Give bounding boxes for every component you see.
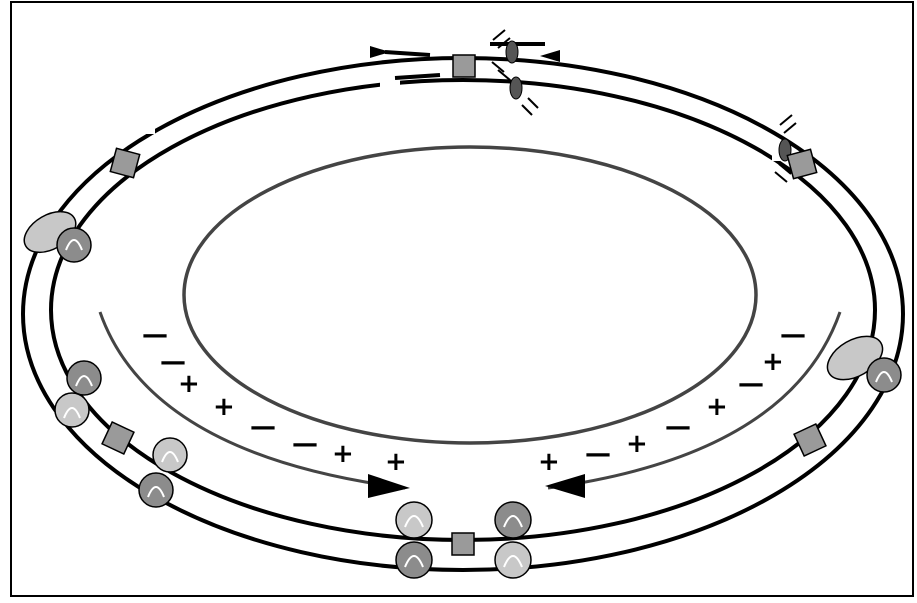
- left-arrow-head: [368, 474, 410, 498]
- block-bottom: [451, 532, 475, 556]
- charge-l-3: +: [178, 369, 200, 399]
- right-arrow-head: [545, 474, 585, 498]
- charge-r-3: —: [738, 369, 764, 399]
- charge-r-8: +: [538, 447, 560, 477]
- top-arrow-left: [540, 50, 560, 62]
- block-lower-right: [793, 423, 827, 457]
- block-upper-left: [109, 147, 141, 179]
- right-hatch: [774, 114, 797, 183]
- top-vertex-block: [452, 54, 476, 78]
- charge-l-2: —: [160, 347, 186, 377]
- charge-l-1: —: [142, 320, 168, 350]
- charge-r-4: +: [706, 392, 728, 422]
- charge-r-2: +: [762, 347, 784, 377]
- charge-r-5: —: [665, 412, 691, 442]
- top-beam-left-2: [394, 73, 441, 80]
- top-beam-left-1: [384, 50, 431, 57]
- central-ring: [182, 145, 758, 445]
- block-upper-right: [786, 148, 818, 180]
- rotator-bottom-right: [494, 501, 532, 579]
- charge-l-4: +: [213, 392, 235, 422]
- top-collimator-1: [505, 40, 519, 64]
- top-arrow-right: [370, 46, 390, 58]
- rotator-left-upper: [23, 210, 92, 263]
- rotator-left-lower: [138, 437, 188, 508]
- rotator-bottom-left: [395, 501, 433, 579]
- charge-l-6: —: [292, 429, 318, 459]
- charge-r-6: +: [626, 429, 648, 459]
- charges-left: — — + + — — + +: [142, 320, 407, 477]
- charge-r-1: —: [780, 320, 806, 350]
- top-hatch: [491, 29, 539, 116]
- rotator-right: [826, 335, 902, 393]
- top-collimator-2: [509, 76, 523, 100]
- charge-l-5: —: [250, 412, 276, 442]
- charge-l-8: +: [385, 447, 407, 477]
- left-charge-arc: [98, 311, 406, 490]
- charge-r-7: —: [585, 439, 611, 469]
- block-lower-left: [101, 421, 135, 455]
- charges-right: — + — + — + — +: [538, 320, 806, 477]
- frame-border: [10, 1, 914, 597]
- charge-l-7: +: [332, 439, 354, 469]
- right-charge-arc: [547, 311, 842, 490]
- rotator-left-middle: [54, 360, 102, 428]
